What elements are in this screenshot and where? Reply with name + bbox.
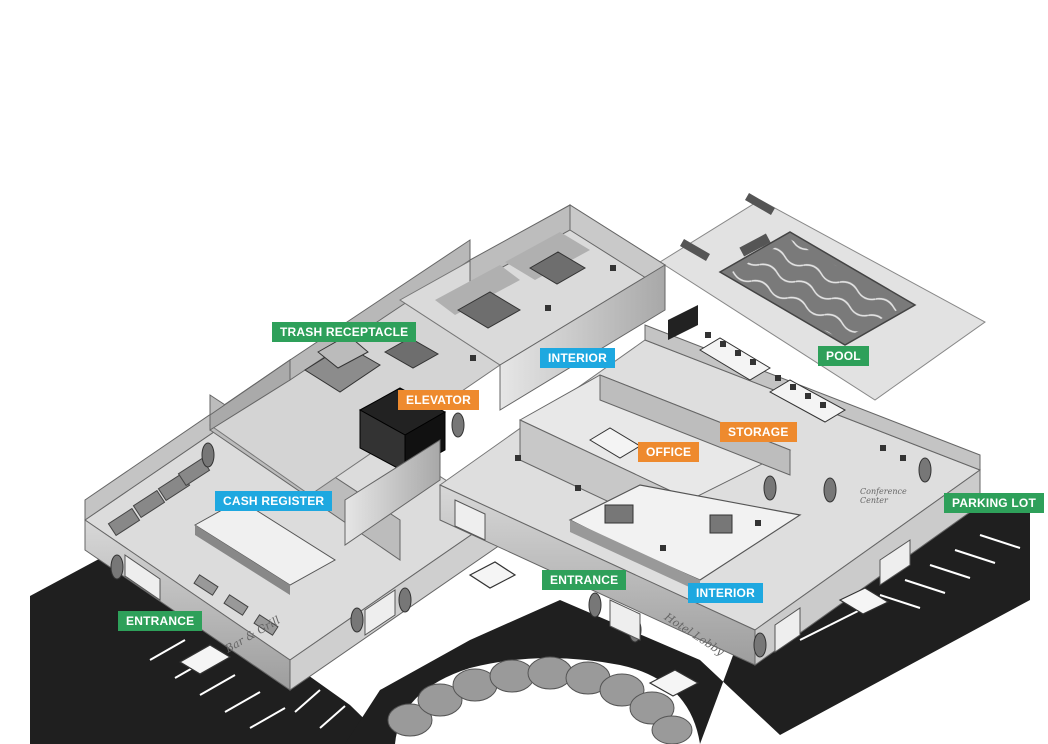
elevator-label: ELEVATOR xyxy=(398,390,479,410)
pool-label: POOL xyxy=(818,346,869,366)
interior-label-top: INTERIOR xyxy=(540,348,615,368)
interior-label-bottom: INTERIOR xyxy=(688,583,763,603)
conference-center-sign: Conference Center xyxy=(860,487,907,505)
shrubbery xyxy=(387,656,693,744)
parked-cars xyxy=(178,561,890,697)
guest-rooms xyxy=(383,204,666,411)
entrance-label-center: ENTRANCE xyxy=(542,570,627,590)
entrance-label-left: ENTRANCE xyxy=(118,611,203,631)
lobby-wing xyxy=(439,265,982,666)
pool-area xyxy=(659,193,986,401)
office-label: OFFICE xyxy=(638,442,700,462)
storage-label: STORAGE xyxy=(720,422,797,442)
cash-register-label: CASH REGISTER xyxy=(215,491,333,511)
parking-lot-label: PARKING LOT xyxy=(944,493,1044,513)
trash-receptacle-label: TRASH RECEPTACLE xyxy=(272,322,417,342)
